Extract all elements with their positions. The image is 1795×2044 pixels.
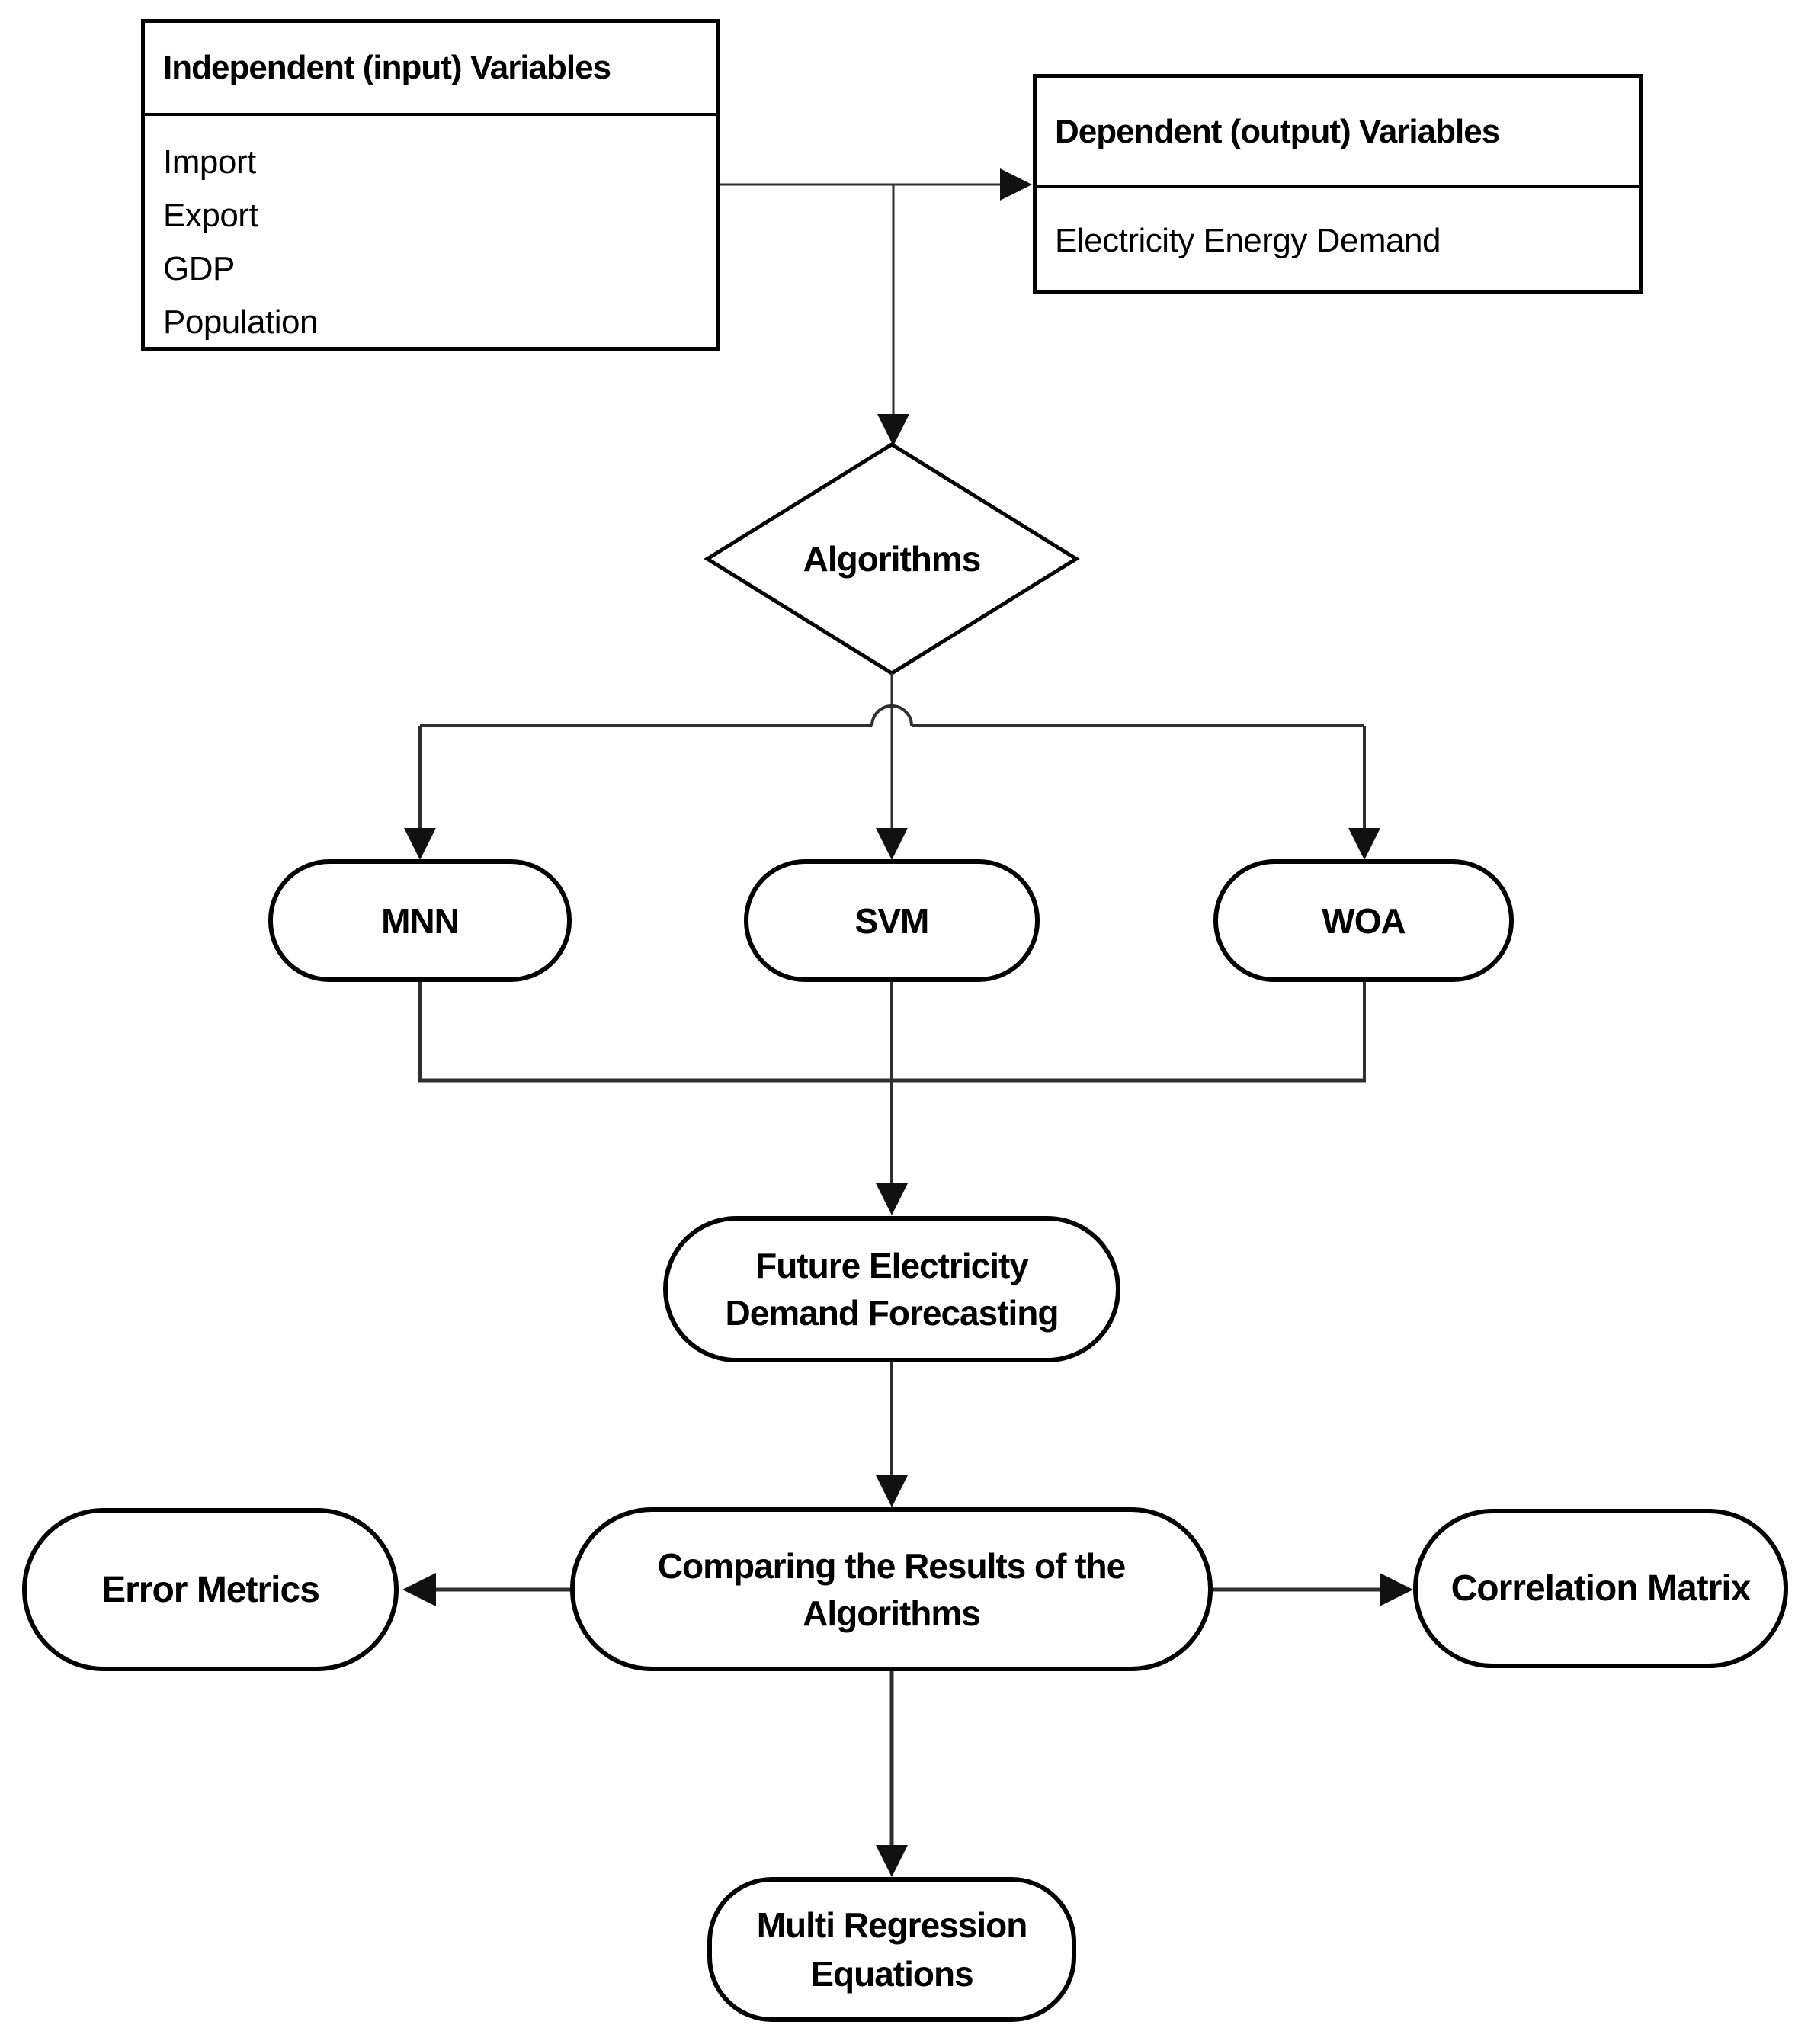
independent-item-population: Population <box>163 303 318 341</box>
woa-node: WOA <box>1213 859 1514 982</box>
arrowhead-into-error-icon <box>402 1573 436 1606</box>
arrowhead-into-comparing-icon <box>876 1475 908 1507</box>
branch-line-hop-arc <box>870 704 913 727</box>
independent-item-export: Export <box>163 197 258 234</box>
dependent-variables-box: Dependent (output) Variables Electricity… <box>1033 74 1643 294</box>
arrowhead-into-forecasting-icon <box>876 1183 908 1215</box>
arrowhead-into-regression-icon <box>876 1845 908 1877</box>
multi-regression-label: Multi Regression Equations <box>756 1905 1028 1994</box>
independent-variables-list: Import Export GDP Population <box>145 116 716 349</box>
forecasting-node: Future Electricity Demand Forecasting <box>663 1216 1120 1362</box>
comparing-results-node: Comparing the Results of the Algorithms <box>570 1507 1213 1671</box>
arrowhead-into-algorithms-icon <box>877 414 909 446</box>
arrowhead-into-woa-icon <box>1348 828 1380 860</box>
correlation-matrix-node: Correlation Matrix <box>1413 1509 1788 1668</box>
forecasting-label: Future Electricity Demand Forecasting <box>725 1246 1059 1333</box>
dependent-variables-value: Electricity Energy Demand <box>1055 222 1441 259</box>
error-metrics-node: Error Metrics <box>22 1508 399 1671</box>
arrowhead-into-mnn-icon <box>404 828 436 860</box>
error-metrics-label: Error Metrics <box>101 1569 320 1610</box>
correlation-matrix-label: Correlation Matrix <box>1450 1568 1752 1609</box>
multi-regression-node: Multi Regression Equations <box>707 1877 1076 2022</box>
independent-item-import: Import <box>163 143 256 181</box>
woa-label: WOA <box>1322 900 1406 941</box>
comparing-results-label: Comparing the Results of the Algorithms <box>657 1545 1126 1633</box>
svm-label: SVM <box>854 900 930 941</box>
arrowhead-into-dependent-icon <box>1000 168 1032 201</box>
arrowhead-into-correlation-icon <box>1380 1573 1413 1606</box>
independent-variables-title: Independent (input) Variables <box>145 23 716 116</box>
algorithms-diamond-label: Algorithms <box>803 539 982 579</box>
independent-item-gdp: GDP <box>163 250 235 287</box>
svm-node: SVM <box>744 859 1040 982</box>
dependent-variables-title: Dependent (output) Variables <box>1037 78 1639 188</box>
mnn-node: MNN <box>268 859 572 982</box>
independent-variables-box: Independent (input) Variables Import Exp… <box>141 19 720 351</box>
arrowhead-into-svm-icon <box>876 828 908 860</box>
mnn-label: MNN <box>381 900 460 941</box>
